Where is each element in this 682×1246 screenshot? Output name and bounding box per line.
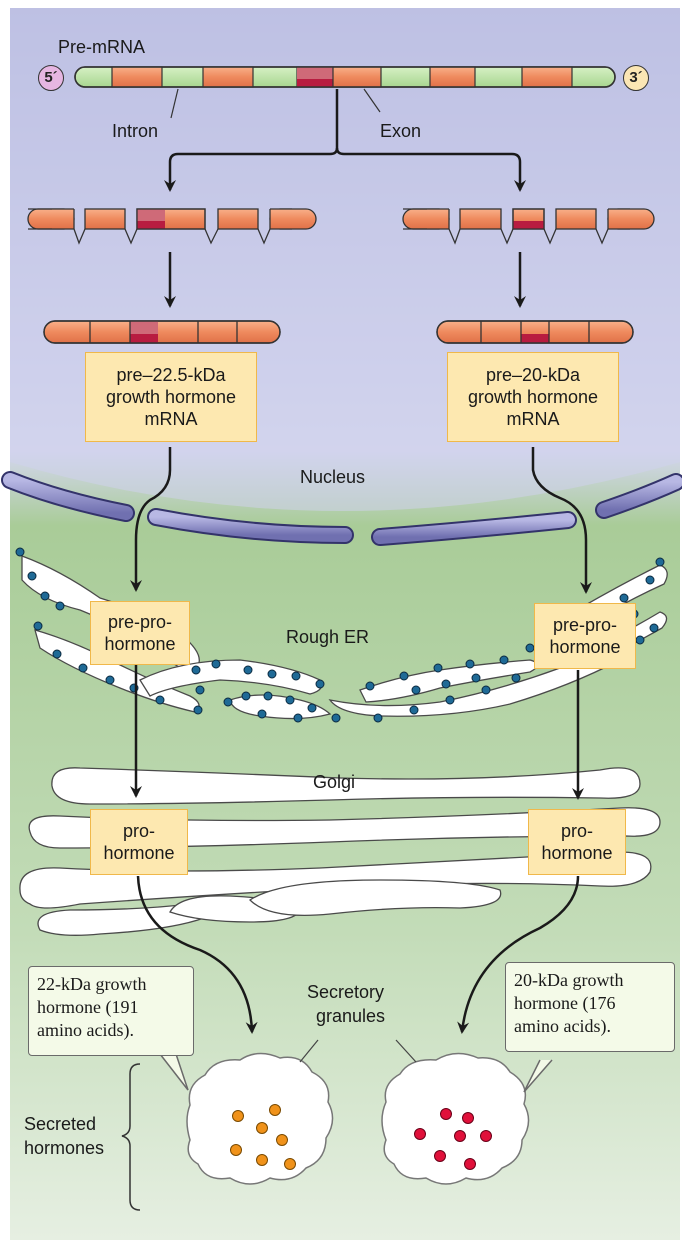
secreted-hormones-label: Secreted hormones	[24, 1112, 104, 1160]
secretory-granules-label: Secretory granules	[306, 980, 385, 1028]
rough-er-label: Rough ER	[286, 627, 370, 647]
exon-pointer	[363, 88, 381, 113]
secreted-bracket	[121, 1063, 141, 1211]
pro-left-line-1: pro-	[122, 821, 155, 841]
pro-right-line-2: hormone	[541, 843, 613, 863]
golgi-label: Golgi	[313, 772, 356, 792]
mrna-left-line-1: pre–22.5-kDa	[116, 365, 226, 385]
left-splice-intermediate	[27, 208, 317, 245]
flow-arrow-left-3	[136, 875, 258, 1034]
golgi-apparatus	[19, 767, 661, 936]
five-prime-end: 5´	[38, 65, 64, 91]
exon-label: Exon	[380, 121, 422, 141]
flow-arrow-right-1	[531, 447, 592, 594]
pre-mrna-strand	[74, 66, 616, 88]
callout-20kda: 20-kDa growth hormone (176 amino acids).	[505, 962, 675, 1052]
left-mature-mrna	[43, 320, 281, 344]
callout-tail-right	[523, 1059, 553, 1093]
callout-22kda-line-1: 22-kDa growth	[37, 974, 147, 994]
right-mature-mrna	[436, 320, 634, 344]
granule-left	[186, 1052, 334, 1185]
pro-left-line-2: hormone	[103, 843, 175, 863]
callout-22kda-line-3: amino acids).	[37, 1020, 134, 1040]
mrna-left-line-2: growth hormone	[105, 387, 237, 407]
prepro-left-line-1: pre-pro-	[107, 612, 173, 632]
secreted-hormones-line-2: hormones	[24, 1138, 105, 1158]
secretory-granules-line-1: Secretory	[307, 982, 385, 1002]
split-arrow-right	[335, 147, 526, 192]
mrna-box-right: pre–20-kDa growth hormone mRNA	[447, 352, 619, 442]
callout-20kda-line-2: hormone (176	[514, 993, 616, 1013]
pro-right-line-1: pro-	[560, 821, 593, 841]
three-prime-end: 3´	[623, 65, 649, 91]
hormone-particles-20kda	[414, 1108, 492, 1170]
mrna-right-line-2: growth hormone	[467, 387, 599, 407]
granule-pointer-left	[299, 1039, 319, 1063]
granule-right	[381, 1052, 530, 1185]
mrna-left-line-3: mRNA	[144, 409, 198, 429]
prepro-left-line-2: hormone	[104, 634, 176, 654]
pro-box-right: pro- hormone	[528, 809, 626, 875]
flow-arrow-left-1	[130, 447, 172, 592]
callout-20kda-line-3: amino acids).	[514, 1016, 611, 1036]
nuclear-envelope	[1, 471, 682, 546]
pre-mrna-label: Pre-mRNA	[58, 37, 146, 57]
right-splice-intermediate	[402, 208, 655, 245]
flow-arrow-right-3	[457, 875, 580, 1034]
prepro-right-line-1: pre-pro-	[552, 615, 618, 635]
granule-pointer-right	[395, 1039, 417, 1063]
prepro-right-line-2: hormone	[549, 637, 621, 657]
nucleus-label: Nucleus	[300, 467, 366, 487]
prepro-box-right: pre-pro- hormone	[534, 603, 636, 669]
callout-tail-left	[159, 1053, 189, 1091]
mrna-right-line-3: mRNA	[506, 409, 560, 429]
callout-22kda: 22-kDa growth hormone (191 amino acids).	[28, 966, 194, 1056]
secreted-hormones-line-1: Secreted	[24, 1114, 97, 1134]
prepro-box-left: pre-pro- hormone	[90, 601, 190, 665]
mrna-box-left: pre–22.5-kDa growth hormone mRNA	[85, 352, 257, 442]
intron-label: Intron	[112, 121, 159, 141]
secretory-granules-line-2: granules	[316, 1006, 386, 1026]
intron-pointer	[170, 88, 179, 119]
callout-20kda-line-1: 20-kDa growth	[514, 970, 624, 990]
callout-22kda-line-2: hormone (191	[37, 997, 139, 1017]
hormone-particles-22kda	[230, 1104, 296, 1170]
mrna-right-line-1: pre–20-kDa	[485, 365, 581, 385]
pro-box-left: pro- hormone	[90, 809, 188, 875]
